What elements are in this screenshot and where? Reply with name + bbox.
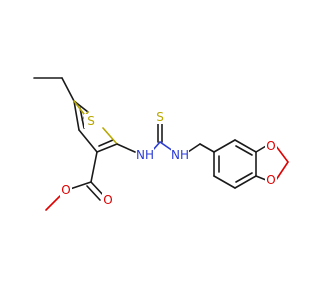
atom-label-s2: S <box>156 110 164 124</box>
bond-thiophene-s-c5 <box>73 100 85 115</box>
bond-cester-o1-double <box>86 185 101 201</box>
bond-cthio-n2 <box>159 141 174 152</box>
bond-thiophene-c5-c4-inner <box>79 107 85 129</box>
bonds <box>33 77 289 211</box>
atom-label-o1: O <box>103 193 112 207</box>
bond-n2-ch2 <box>187 143 201 153</box>
bond-thiophene-c3-c2 <box>96 143 118 153</box>
bond-ch2-ar <box>199 143 215 153</box>
bond-thiophene-c4-c3 <box>78 129 98 153</box>
atom-label-s1: S <box>87 114 95 128</box>
atom-o4: O <box>265 173 277 187</box>
atom-label-o3: O <box>266 139 275 153</box>
atom-s2: S <box>154 110 166 124</box>
bond-c2-n1 <box>116 143 136 153</box>
bond-thiophene-c2-s <box>102 127 118 145</box>
bond-o4-ar <box>255 175 267 181</box>
atom-labels: S S NH NH O O O O <box>60 110 277 207</box>
atom-o2: O <box>60 183 72 197</box>
atom-label-o4: O <box>266 173 275 187</box>
bond-cester-o2 <box>69 181 92 190</box>
atom-n1: NH <box>136 148 154 162</box>
bond-ar-4-inner <box>235 172 253 183</box>
bond-cester-o1 <box>90 181 105 197</box>
atom-label-n2: NH <box>171 148 189 162</box>
bond-thiophene-c5-c4 <box>73 100 80 131</box>
bond-n1-cthio <box>152 141 161 151</box>
atom-s1: S <box>84 114 96 128</box>
atom-n2: NH <box>171 148 189 162</box>
bond-ar-o3 <box>255 145 267 153</box>
bond-ar-5 <box>213 175 236 189</box>
bond-ar-4 <box>234 175 257 189</box>
bond-ethyl-ch2 <box>61 77 75 102</box>
bond-o3-ch2 <box>275 145 289 163</box>
bond-thiophene-c3-c2-inner <box>98 139 114 147</box>
bond-ar-1 <box>213 139 236 153</box>
molecule-structure: S S NH NH O O O O <box>33 77 289 211</box>
atom-label-o2: O <box>61 183 70 197</box>
bond-ch2-o4 <box>275 161 289 181</box>
bond-o2-ch3 <box>45 195 61 211</box>
atom-label-n1: NH <box>136 148 154 162</box>
bond-c3-cester <box>90 151 98 183</box>
bond-ar-2 <box>234 139 257 153</box>
atom-o3: O <box>265 139 277 153</box>
atom-o1: O <box>102 193 114 207</box>
bond-ar-2-inner <box>235 145 253 156</box>
